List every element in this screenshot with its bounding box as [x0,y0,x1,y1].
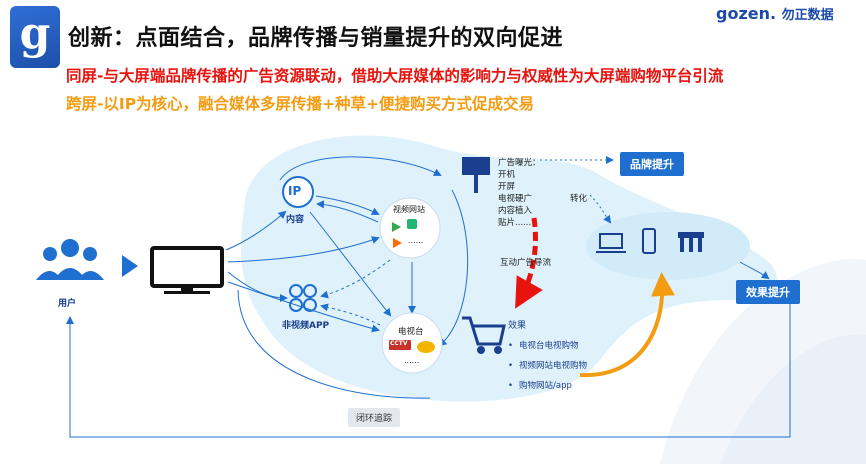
cart-icon [462,316,506,354]
page-title: 创新：点面结合，品牌传播与销量提升的双向促进 [68,26,564,51]
video-site-label: 视频网站 [393,205,425,214]
ad-exposure-item: 内容植入 [498,206,533,216]
subtitle-cross-screen: 跨屏-以IP为核心，融合媒体多屏传播+种草+便捷购买方式促成交易 [66,95,535,113]
logo-badge: g [10,6,60,68]
store-icon [678,232,704,252]
effect-item: 电视台电视购物 [508,339,587,351]
tv-icon [150,246,224,294]
brand-name: gozen. [716,4,777,23]
play-store-icon [392,222,401,232]
conversion-bubble [586,212,750,280]
video-app-icon [407,219,417,229]
users-icon [36,239,104,280]
brand-suffix: 勿正数据 [781,8,834,23]
brand-logo: gozen. 勿正数据 [716,4,834,23]
video-site-more: ...... [408,236,424,245]
play-arrow [122,255,138,277]
ad-exposure-item: 开屏 [498,182,516,192]
cctv-logo-icon [389,340,411,350]
ad-exposure-item: 开机 [498,170,516,180]
tv-station-label: 电视台 [398,327,424,337]
effect-item: 购物网站/app [508,379,587,391]
ad-exposure-list: 广告曝光： 开机 开屏 电视硬广 内容植入 贴片...... [498,156,541,228]
billboard-icon [462,157,490,193]
ip-icon [282,176,314,208]
ad-exposure-item: 贴片...... [498,218,532,228]
ecosystem-bubble [241,135,777,402]
cctv-glyph: CCTV [390,340,408,347]
phone-icon [642,228,656,254]
closed-loop-label: 闭环追踪 [348,408,401,427]
tv-station-more: ...... [404,356,420,365]
user-label: 用户 [58,299,77,309]
subtitle-same-screen: 同屏-与大屏端品牌传播的广告资源联动，借助大屏媒体的影响力与权威性为大屏端购物平… [66,67,724,85]
ad-exposure-item: 电视硬广 [498,194,533,204]
laptop-icon [596,233,626,253]
brand-lift-badge: 品牌提升 [620,152,684,176]
effects-heading: 效果 [508,321,527,331]
logo-letter: g [19,8,51,59]
app-label: 非视频APP [282,321,330,331]
ad-exposure-heading: 广告曝光： [498,158,541,168]
conversion-label: 转化 [570,194,588,204]
ip-glyph: IP [288,184,302,198]
app-grid-icon [289,284,317,312]
effects-list: 效果 电视台电视购物 视频网站电视购物 购物网站/app [508,318,587,399]
tv-station-node [381,312,443,374]
hunan-tv-logo-icon [417,341,435,353]
effect-lift-badge: 效果提升 [736,280,800,304]
effect-item: 视频网站电视购物 [508,359,587,371]
tencent-video-icon [393,238,402,248]
closed-loop-line [66,300,791,438]
effects-items: 电视台电视购物 视频网站电视购物 购物网站/app [508,339,587,391]
ip-label: 内容 [286,215,305,225]
interactive-ad-label: 互动广告导流 [500,258,552,268]
